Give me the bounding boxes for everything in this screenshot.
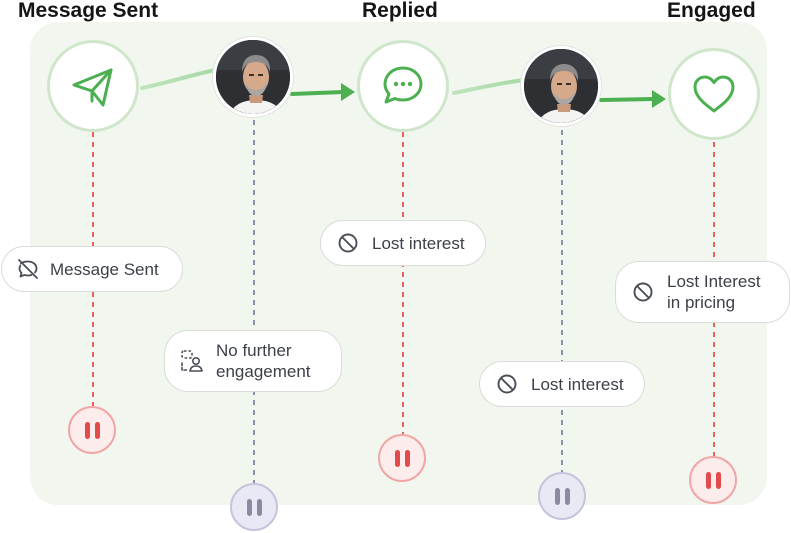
message-off-icon	[16, 257, 40, 281]
dropoff-label-text-block: No further engagement	[216, 340, 311, 382]
stage-node-message-sent	[47, 40, 139, 132]
blocked-icon	[495, 372, 519, 396]
connector-fade-2	[452, 78, 526, 95]
dropoff-label-message-sent: Message Sent	[1, 246, 183, 292]
pause-button[interactable]	[689, 456, 737, 504]
dropoff-label-text: Lost interest	[372, 233, 465, 253]
pause-icon-bar	[256, 498, 262, 516]
pause-icon-bar	[84, 421, 90, 439]
arrow-head-1	[341, 83, 355, 101]
pause-button[interactable]	[378, 434, 426, 482]
heart-icon	[693, 75, 735, 113]
pause-icon-bar	[705, 471, 711, 489]
pause-button[interactable]	[538, 472, 586, 520]
stage-title-replied: Replied	[362, 0, 438, 22]
pause-icon-bar	[554, 487, 560, 505]
user-chat-icon	[180, 349, 204, 373]
dropoff-label-line-1: No further	[216, 341, 292, 360]
dropoff-label-text: Lost interest	[531, 374, 624, 394]
pause-icon-bar	[404, 449, 410, 467]
dropoff-label-text: Message Sent	[50, 259, 159, 279]
dropoff-label-lost-interest-2: Lost interest	[479, 361, 645, 407]
person-photo-icon	[216, 40, 290, 114]
connector-fade-1	[140, 68, 218, 90]
dropoff-label-no-engagement: No further engagement	[164, 330, 342, 392]
paper-plane-icon	[72, 68, 113, 107]
pause-icon-bar	[564, 487, 570, 505]
blocked-icon	[631, 280, 655, 304]
dropoff-label-line-2: engagement	[216, 362, 311, 381]
arrow-head-2	[652, 90, 666, 108]
pause-button[interactable]	[68, 406, 116, 454]
blocked-icon	[336, 231, 360, 255]
connector-arrow-1	[290, 90, 345, 96]
pause-icon-bar	[715, 471, 721, 489]
pause-icon-bar	[394, 449, 400, 467]
avatar	[521, 46, 601, 126]
pause-icon-bar	[246, 498, 252, 516]
connector-arrow-2	[599, 97, 655, 102]
dropoff-label-text-block: Lost Interest in pricing	[667, 271, 761, 313]
avatar	[213, 37, 293, 117]
stage-node-replied	[357, 40, 449, 132]
stage-title-engaged: Engaged	[667, 0, 756, 22]
pause-icon-bar	[94, 421, 100, 439]
dropoff-label-line-1: Lost Interest	[667, 272, 761, 291]
dropoff-label-lost-interest-1: Lost interest	[320, 220, 486, 266]
pause-button[interactable]	[230, 483, 278, 531]
stage-title-message-sent: Message Sent	[18, 0, 159, 22]
stage-node-engaged	[668, 48, 760, 140]
dropoff-label-line-2: in pricing	[667, 293, 736, 312]
dropoff-label-lost-interest-pricing: Lost Interest in pricing	[615, 261, 790, 323]
chat-bubble-icon	[383, 66, 423, 104]
